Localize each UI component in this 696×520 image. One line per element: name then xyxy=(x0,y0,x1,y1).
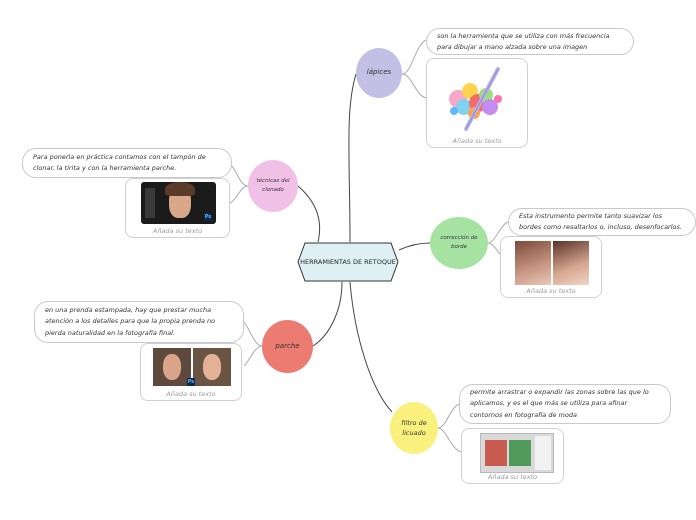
note-correccion[interactable]: Esta instrumento permite tanto suavizar … xyxy=(508,208,696,236)
central-topic[interactable]: HERRAMIENTAS DE RETOQUE xyxy=(297,242,399,282)
link-lapices-image xyxy=(401,73,427,99)
image-card-filtro[interactable]: Añada su texto xyxy=(461,428,564,484)
note-filtro[interactable]: permite arrastrar o expandir las zonas s… xyxy=(459,384,671,424)
liquify-canvas-right xyxy=(509,440,531,466)
pencil-paint-image xyxy=(449,67,502,131)
link-parche-image xyxy=(243,345,263,367)
edge-before-image xyxy=(515,241,551,285)
note-lapices[interactable]: son la herramienta que se utiliza con má… xyxy=(426,28,634,55)
link-tecnicas-note xyxy=(229,163,249,187)
topic-parche[interactable]: parche xyxy=(262,320,313,373)
topic-parche-label: parche xyxy=(275,341,300,350)
clone-portrait-image xyxy=(141,182,216,224)
link-parche xyxy=(312,281,343,347)
image-card-tecnicas[interactable]: Ps Añada su texto xyxy=(125,178,230,238)
note-parche-text: en una prenda estampada, hay que prestar… xyxy=(45,306,216,337)
portrait-hair xyxy=(165,182,195,196)
patch-before-face xyxy=(163,354,181,380)
image-caption-lapices[interactable]: Añada su texto xyxy=(452,137,502,145)
topic-tecnicas-label: técnicas del clonado xyxy=(256,178,290,193)
photoshop-badge-icon: Ps xyxy=(204,213,212,221)
link-filtro xyxy=(349,281,393,413)
link-filtro-image xyxy=(437,427,462,453)
image-caption-filtro[interactable]: Añada su texto xyxy=(487,473,538,481)
image-card-lapices[interactable]: Añada su texto xyxy=(426,58,528,148)
link-filtro-note xyxy=(437,403,460,429)
note-lapices-text: son la herramienta que se utiliza con má… xyxy=(437,32,610,52)
edge-after-image xyxy=(553,241,589,285)
patch-before-image xyxy=(153,348,191,386)
link-parche-note xyxy=(243,321,263,347)
image-card-parche[interactable]: Ps Añada su texto xyxy=(140,343,242,401)
patch-after-face xyxy=(203,354,221,380)
film-strip xyxy=(145,188,155,218)
patch-after-image xyxy=(193,348,231,386)
image-caption-correccion[interactable]: Añada su texto xyxy=(526,287,576,295)
topic-lapices[interactable]: lápices xyxy=(356,48,402,98)
image-caption-tecnicas[interactable]: Añada su texto xyxy=(152,227,203,235)
link-tecnicas xyxy=(297,185,321,243)
link-lapices-note xyxy=(401,39,427,75)
note-parche[interactable]: en una prenda estampada, hay que prestar… xyxy=(34,301,244,343)
topic-tecnicas-clonado[interactable]: técnicas del clonado xyxy=(248,160,298,212)
topic-correccion-label: corrección de borde xyxy=(440,235,478,250)
note-filtro-text: permite arrastrar o expandir las zonas s… xyxy=(470,388,649,419)
topic-lapices-label: lápices xyxy=(366,68,392,77)
liquify-canvas-left xyxy=(485,440,507,466)
liquify-panel xyxy=(535,436,551,470)
link-tecnicas-image xyxy=(229,185,249,204)
central-hexagon-shape xyxy=(297,242,399,282)
link-correccion-note xyxy=(487,221,509,244)
image-caption-parche[interactable]: Añada su texto xyxy=(166,390,216,398)
topic-filtro-licuado[interactable]: filtro de licuado xyxy=(390,402,438,454)
photoshop-badge-icon: Ps xyxy=(187,378,195,386)
note-tecnicas[interactable]: Para ponerla en práctica contamos con el… xyxy=(22,148,232,178)
link-correccion xyxy=(398,242,431,251)
link-lapices xyxy=(348,73,357,243)
liquify-screenshot-image xyxy=(480,433,554,473)
central-topic-label: HERRAMIENTAS DE RETOQUE xyxy=(300,258,396,266)
note-correccion-text: Esta instrumento permite tanto suavizar … xyxy=(519,212,682,232)
note-tecnicas-text: Para ponerla en práctica contamos con el… xyxy=(33,153,206,173)
topic-correccion-borde[interactable]: corrección de borde xyxy=(430,217,488,269)
topic-filtro-label: filtro de licuado xyxy=(401,418,427,437)
image-card-correccion[interactable]: Añada su texto xyxy=(500,236,602,298)
